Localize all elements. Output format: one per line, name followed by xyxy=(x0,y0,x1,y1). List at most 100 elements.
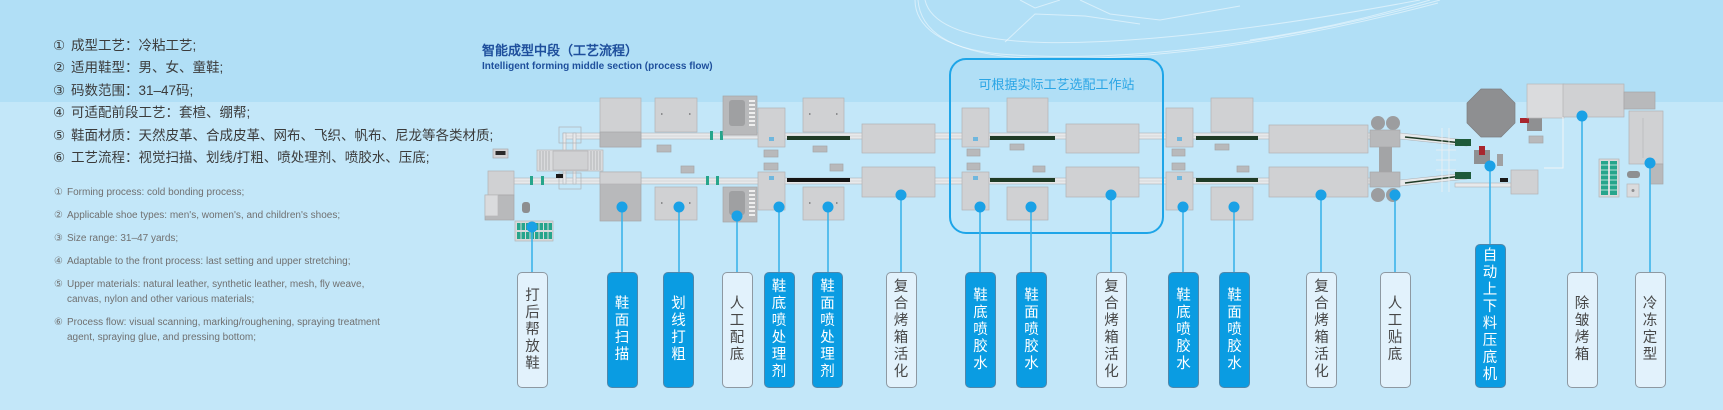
small-device xyxy=(656,144,672,153)
scanner-top xyxy=(599,171,642,185)
rail-marker xyxy=(530,176,533,185)
black-fixture xyxy=(556,174,563,178)
rail-marker xyxy=(710,131,713,140)
station-label-composite-oven-activation-1: 复合烤箱活化 xyxy=(885,272,917,388)
screw xyxy=(661,113,663,115)
station-label-text: 除皱烤箱 xyxy=(1574,296,1590,363)
loading-robot-base xyxy=(1527,117,1542,131)
station-marker-dot xyxy=(1484,160,1496,172)
rack-column xyxy=(1610,161,1617,195)
roller-body xyxy=(1369,129,1401,148)
station-marker-dot xyxy=(1228,201,1240,213)
station-marker-dot xyxy=(1025,201,1037,213)
spec-text-line: canvas, nylon and other various material… xyxy=(67,294,255,305)
small-device xyxy=(763,149,779,158)
station-label-text: 鞋底喷处理剂 xyxy=(771,279,787,380)
station-label-wrinkle-removal-oven: 除皱烤箱 xyxy=(1566,272,1598,388)
rack-slot xyxy=(526,232,530,239)
shoe-tongue-line xyxy=(1004,13,1141,43)
spec-text: 码数范围：31–47码; xyxy=(71,82,194,98)
rack-slot xyxy=(521,232,525,239)
optional-stations-zone xyxy=(949,58,1164,234)
spec-number: ③ xyxy=(53,82,66,98)
station-label-manual-sole-attaching: 人工贴底 xyxy=(1379,272,1411,388)
cell-slots xyxy=(749,190,755,216)
oven-body xyxy=(1562,83,1625,118)
shoe-lace-line xyxy=(1019,0,1061,9)
rack-slot xyxy=(521,223,525,230)
loading-robot-arm xyxy=(1479,146,1485,155)
sole-attach-rollers xyxy=(1369,116,1401,202)
scanner-unit-upper xyxy=(599,97,642,148)
gear-unit xyxy=(1627,171,1640,178)
conveyor-head xyxy=(1455,139,1471,146)
small-device xyxy=(680,165,695,174)
small-device xyxy=(1171,148,1186,157)
station-label-text: 冷冻定型 xyxy=(1642,296,1658,363)
station-label-upper-scanning: 鞋面扫描 xyxy=(606,272,638,388)
small-device xyxy=(1214,143,1230,151)
activation-oven-1-upper xyxy=(861,123,936,154)
station-label-auto-loading-sole-press: 自动上下料压底机 xyxy=(1474,244,1506,388)
spec-item: ⑤ Upper materials: natural leather, synth… xyxy=(54,277,380,307)
activation-oven-2-upper xyxy=(1065,123,1140,154)
spec-text: 成型工艺：冷粘工艺; xyxy=(71,38,197,53)
staging-center xyxy=(552,150,589,171)
exit-rail xyxy=(1454,182,1512,188)
station-marker-dot xyxy=(1576,110,1588,122)
conveyor-belt-lower xyxy=(1196,178,1258,182)
rail-marker xyxy=(716,176,719,185)
station-label-composite-oven-activation-2: 复合烤箱活化 xyxy=(1096,272,1127,388)
rack-slot xyxy=(548,223,552,230)
sensor xyxy=(973,137,978,141)
station-label-text: 人工配底 xyxy=(729,296,745,363)
station-label-sole-glue-spray-1: 鞋底喷胶水 xyxy=(965,272,996,388)
robot-arm xyxy=(729,100,745,126)
upper-spray-unit-lower xyxy=(802,186,845,221)
spec-text: Adaptable to the front process: last set… xyxy=(67,254,351,269)
station-label-sole-glue-spray-2: 鞋底喷胶水 xyxy=(1168,272,1199,388)
angled-belt-upper xyxy=(1404,136,1463,144)
activation-oven-3-upper xyxy=(1268,124,1369,154)
screw xyxy=(689,202,691,204)
spec-number: ① xyxy=(53,38,66,53)
loading-station xyxy=(484,148,530,221)
conveyor-head xyxy=(1455,172,1471,179)
station-label-upper-glue-spray-2: 鞋面喷胶水 xyxy=(1219,272,1250,388)
background-top-band xyxy=(0,0,1723,102)
upper-glue-unit-1-upper xyxy=(1006,97,1049,133)
station-label-text: 鞋面喷胶水 xyxy=(1227,287,1242,372)
spec-number: ⑥ xyxy=(53,150,66,166)
roller-body xyxy=(1369,171,1401,188)
spec-text-line: Upper materials: natural leather, synthe… xyxy=(67,279,365,290)
oven-extension xyxy=(1623,91,1656,110)
optional-zone-label: 可根据实际工艺选配工作站 xyxy=(978,77,1135,92)
robot-arm xyxy=(729,191,745,215)
station-marker-dot xyxy=(731,210,743,222)
rack-slot xyxy=(517,232,521,239)
station-label-text: 自动上下料压底机 xyxy=(1482,248,1498,383)
shoe-sole-line xyxy=(914,0,1441,57)
station-markers xyxy=(526,110,1656,233)
small-cabinet-knob xyxy=(1631,189,1635,192)
small-device xyxy=(1528,135,1544,144)
glue-housing xyxy=(961,107,990,148)
spec-number: ⑤ xyxy=(54,279,63,290)
spec-text: 适用鞋型：男、女、童鞋; xyxy=(71,60,224,76)
screw xyxy=(689,113,691,115)
sole-glue-unit-2-upper xyxy=(1165,107,1194,148)
spec-text-line: Size range: 31–47 yards; xyxy=(67,233,179,244)
spec-text-line: agent, spraying glue, and pressing botto… xyxy=(67,332,257,343)
rack-slot xyxy=(544,232,548,239)
conveyor-belt-lower xyxy=(990,178,1055,182)
spec-number: ④ xyxy=(54,256,63,267)
conveyor-frame xyxy=(1436,128,1456,192)
glue-housing xyxy=(1165,107,1194,148)
wrinkle-removal-oven xyxy=(1526,83,1656,169)
station-label-upper-glue-spray-1: 鞋面喷胶水 xyxy=(1016,272,1047,388)
